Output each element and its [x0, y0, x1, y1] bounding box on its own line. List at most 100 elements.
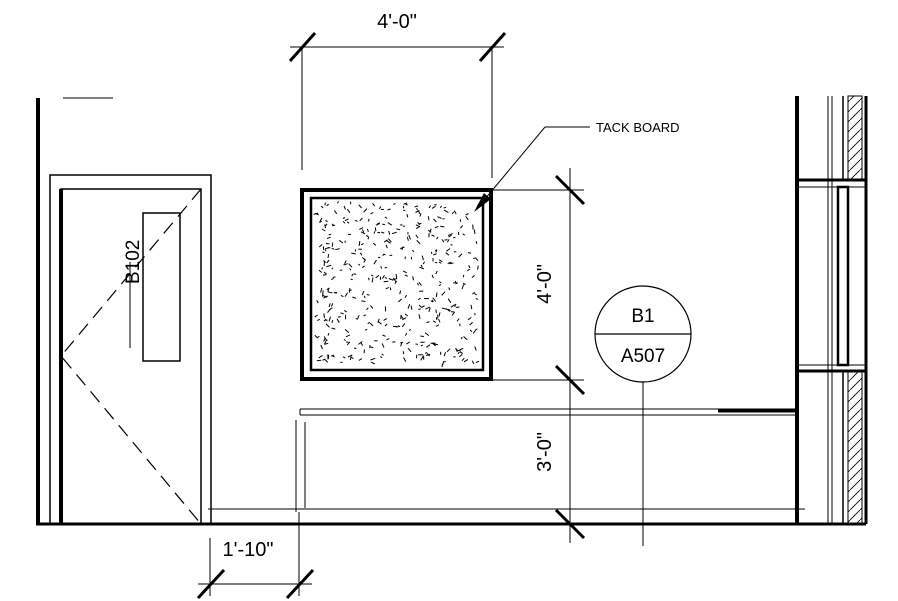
texture-stroke [375, 223, 380, 226]
texture-stroke [360, 243, 364, 246]
texture-stroke [453, 210, 457, 215]
texture-stroke [431, 299, 434, 303]
texture-stroke [421, 255, 424, 261]
texture-stroke [477, 265, 479, 270]
texture-stroke [363, 295, 366, 299]
texture-stroke [411, 249, 415, 253]
texture-stroke [324, 223, 328, 227]
texture-stroke [422, 305, 425, 308]
texture-stroke [410, 305, 413, 310]
texture-stroke [402, 270, 408, 274]
texture-stroke [322, 295, 328, 298]
texture-stroke [460, 336, 463, 340]
texture-stroke [388, 277, 392, 280]
texture-stroke [380, 265, 382, 269]
texture-stroke [399, 290, 402, 295]
texture-stroke [345, 334, 351, 338]
texture-stroke [450, 304, 455, 308]
texture-stroke [404, 294, 408, 298]
texture-stroke [426, 344, 431, 348]
texture-stroke [320, 287, 323, 293]
texture-stroke [320, 344, 323, 350]
texture-stroke [383, 280, 389, 283]
texture-stroke [361, 290, 365, 296]
elevation-marker: B1 A507 [594, 285, 692, 546]
texture-stroke [474, 312, 476, 316]
texture-stroke [446, 348, 451, 353]
texture-stroke [314, 334, 318, 339]
texture-stroke [387, 222, 392, 226]
texture-stroke [435, 249, 438, 253]
texture-stroke [359, 227, 364, 230]
texture-stroke [373, 231, 376, 234]
texture-stroke [407, 347, 412, 352]
texture-stroke [346, 341, 351, 346]
texture-stroke [379, 356, 383, 358]
right-wall [795, 95, 868, 525]
texture-stroke [438, 261, 442, 264]
texture-stroke [333, 210, 338, 215]
texture-stroke [331, 242, 334, 247]
texture-stroke [325, 220, 328, 222]
door: B102 [49, 174, 212, 525]
texture-stroke [358, 263, 361, 266]
texture-stroke [404, 332, 408, 336]
texture-stroke [475, 360, 480, 364]
svg-text:1'-10": 1'-10" [223, 539, 274, 561]
texture-stroke [403, 209, 406, 212]
texture-stroke [378, 206, 382, 210]
texture-stroke [343, 338, 346, 342]
texture-stroke [324, 359, 329, 363]
texture-stroke [324, 224, 326, 229]
texture-stroke [381, 275, 385, 279]
door-tag: B102 [123, 240, 144, 284]
texture-stroke [384, 323, 388, 327]
dimension-tack-board-width: 4'-0" [288, 11, 507, 178]
texture-stroke [356, 314, 360, 320]
texture-stroke [416, 208, 418, 211]
texture-stroke [382, 253, 385, 257]
texture-stroke [327, 254, 330, 259]
texture-stroke [336, 318, 340, 323]
texture-stroke [458, 253, 463, 258]
texture-stroke [415, 343, 418, 345]
texture-stroke [408, 328, 412, 331]
texture-stroke [383, 239, 388, 243]
texture-stroke [406, 214, 409, 218]
texture-stroke [433, 343, 438, 346]
texture-stroke [427, 216, 430, 221]
tack-board-callout: TACK BOARD [474, 120, 680, 212]
texture-stroke [456, 318, 460, 322]
texture-stroke [438, 312, 441, 317]
texture-stroke [475, 297, 479, 300]
texture-stroke [318, 354, 323, 359]
dimension-door-offset: 1'-10" [196, 512, 315, 600]
texture-stroke [386, 338, 390, 341]
texture-stroke [323, 313, 325, 319]
texture-stroke [316, 300, 319, 304]
texture-stroke [363, 314, 367, 317]
texture-stroke [320, 205, 324, 209]
texture-stroke [369, 322, 374, 327]
texture-stroke [427, 229, 432, 233]
texture-stroke [326, 203, 329, 207]
texture-stroke [358, 341, 363, 345]
texture-stroke [326, 259, 330, 264]
texture-stroke [327, 291, 333, 294]
texture-stroke [408, 234, 411, 240]
texture-stroke [323, 337, 326, 342]
texture-stroke [321, 228, 326, 232]
texture-stroke [349, 356, 352, 361]
texture-stroke [438, 281, 442, 284]
texture-stroke [418, 314, 421, 320]
texture-stroke [432, 320, 436, 323]
texture-stroke [372, 242, 377, 246]
texture-stroke [435, 292, 438, 298]
texture-stroke [459, 225, 464, 229]
texture-stroke [318, 244, 323, 248]
door-vision-panel [142, 212, 181, 362]
texture-stroke [441, 239, 445, 243]
texture-stroke [328, 303, 331, 308]
texture-stroke [412, 276, 414, 281]
texture-stroke [461, 357, 465, 362]
